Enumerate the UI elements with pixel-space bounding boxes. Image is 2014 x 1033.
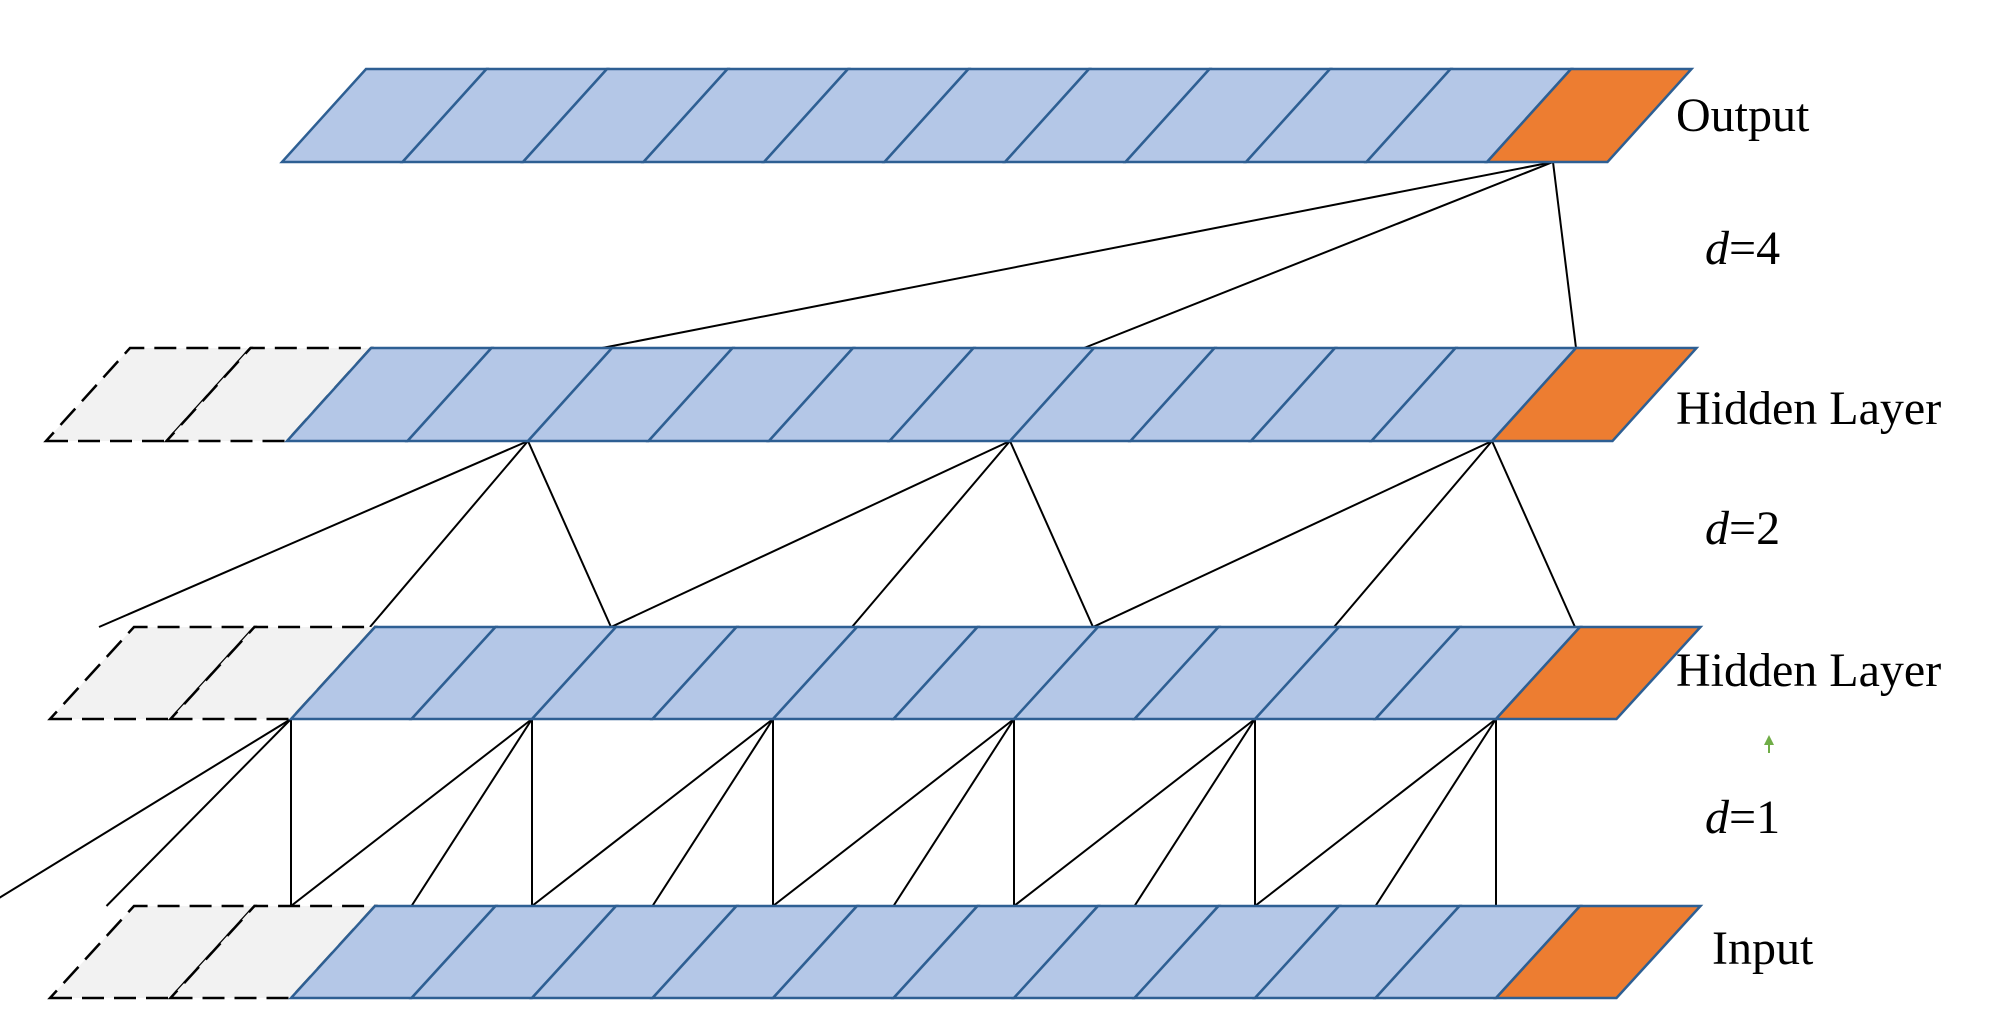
- dilation-symbol: d: [1705, 222, 1730, 275]
- connection-line: [1491, 440, 1576, 628]
- connection-line: [651, 718, 774, 907]
- dilation-value: =2: [1729, 502, 1780, 555]
- connection-line: [1133, 718, 1256, 907]
- dilation-symbol: d: [1705, 502, 1730, 555]
- connections: [0, 161, 1577, 907]
- layer-label-output: Output: [1676, 89, 1810, 142]
- connection-line: [105, 718, 292, 907]
- connection-line: [892, 718, 1015, 907]
- connection-line: [290, 718, 533, 907]
- connection-line: [1092, 440, 1493, 628]
- dilation-value: =4: [1729, 222, 1780, 275]
- connection-line: [98, 440, 529, 628]
- connection-line: [1374, 718, 1497, 907]
- connection-line: [410, 718, 533, 907]
- current-timestep-cell: [1489, 346, 1700, 443]
- layer-label-hidden-1: Hidden Layer: [1676, 644, 1941, 697]
- connection-line: [1552, 161, 1577, 349]
- dilation-value: =1: [1729, 791, 1780, 844]
- connection-line: [527, 440, 612, 628]
- layer-row: [279, 67, 1695, 164]
- layer-label-input: Input: [1712, 922, 1814, 975]
- dilation-label-1: d=1: [1705, 791, 1780, 844]
- dilation-label-4: d=4: [1705, 222, 1780, 275]
- connection-line: [610, 440, 1011, 628]
- connection-line: [369, 440, 529, 628]
- connection-line: [601, 161, 1554, 349]
- dilation-symbol: d: [1705, 791, 1730, 844]
- layers: [43, 67, 1704, 1000]
- small-arrow-marker: [1764, 735, 1774, 753]
- marker-arrowhead: [1764, 735, 1774, 745]
- connection-line: [1333, 440, 1493, 628]
- connection-line: [1013, 718, 1256, 907]
- current-timestep-cell: [1484, 67, 1695, 164]
- connection-line: [1254, 718, 1497, 907]
- layer-row: [47, 625, 1704, 721]
- layer-row: [47, 904, 1704, 1000]
- connection-line: [772, 718, 1015, 907]
- layer-row: [43, 346, 1700, 443]
- connection-line: [0, 718, 292, 899]
- connection-line: [1009, 440, 1094, 628]
- dilation-label-2: d=2: [1705, 502, 1780, 555]
- connection-line: [531, 718, 774, 907]
- connection-line: [851, 440, 1011, 628]
- layer-label-hidden-2: Hidden Layer: [1676, 382, 1941, 435]
- current-timestep-cell: [1493, 625, 1704, 721]
- current-timestep-cell: [1493, 904, 1704, 1000]
- connection-line: [1083, 161, 1554, 349]
